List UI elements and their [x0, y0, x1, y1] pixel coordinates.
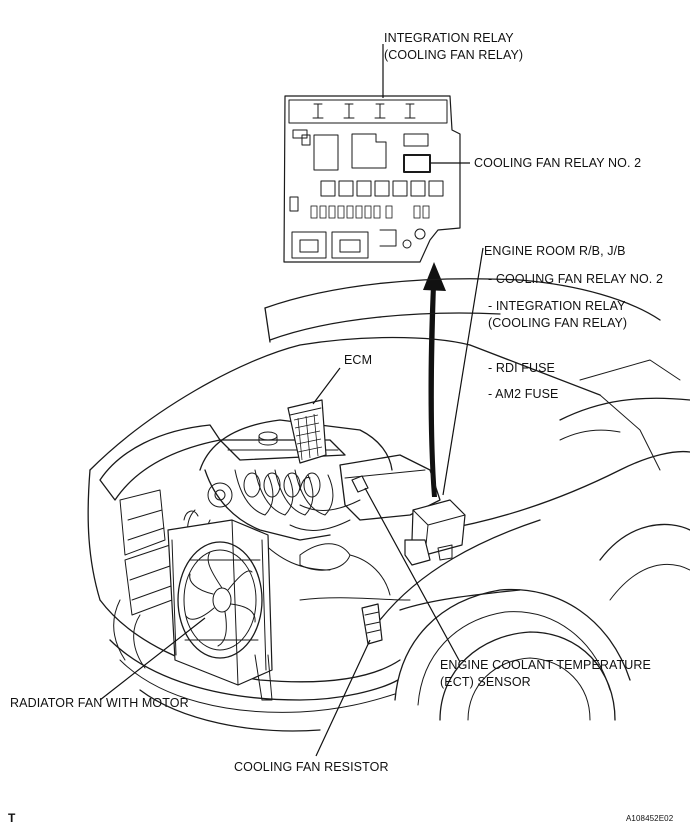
cooling-fan-resistor-label: COOLING FAN RESISTOR — [234, 760, 389, 774]
ect-sensor-label: ENGINE COOLANT TEMPERATURE (ECT) SENSOR — [440, 657, 651, 691]
cooling-fan-resistor-unit — [361, 603, 383, 645]
integration-relay-line-2: (COOLING FAN RELAY) — [384, 48, 524, 62]
integration-relay-line-1: INTEGRATION RELAY — [384, 31, 514, 45]
integration-relay-label: INTEGRATION RELAY (COOLING FAN RELAY) — [384, 30, 523, 64]
engine-room-rb-unit — [404, 499, 466, 566]
relay-location-arrow — [423, 262, 446, 497]
ect-sensor-line-2: (ECT) SENSOR — [440, 675, 531, 689]
list-item-rdi-fuse: - RDI FUSE — [488, 361, 555, 375]
list-item-integration-relay: - INTEGRATION RELAY (COOLING FAN RELAY) — [488, 298, 627, 332]
ect-sensor-unit — [351, 475, 369, 493]
relay-box-detail — [283, 95, 461, 263]
list-item-relay-no2: - COOLING FAN RELAY NO. 2 — [488, 272, 663, 286]
cooling-fan-relay-no2-label: COOLING FAN RELAY NO. 2 — [474, 156, 642, 170]
list-item-integration-line-1: - INTEGRATION RELAY — [488, 299, 626, 313]
radiator-fan — [167, 510, 273, 701]
corner-mark: T — [8, 811, 16, 825]
leader-lines — [99, 44, 484, 757]
ect-sensor-line-1: ENGINE COOLANT TEMPERATURE — [440, 658, 651, 672]
ecm-unit — [287, 399, 327, 464]
ecm-label: ECM — [344, 353, 373, 367]
figure-id: A108452E02 — [626, 814, 674, 823]
list-item-integration-line-2: (COOLING FAN RELAY) — [488, 316, 628, 330]
engine-room-rb-label: ENGINE ROOM R/B, J/B — [484, 244, 626, 258]
radiator-fan-label: RADIATOR FAN WITH MOTOR — [10, 696, 189, 710]
car-body — [87, 278, 690, 732]
list-item-am2-fuse: - AM2 FUSE — [488, 387, 559, 401]
